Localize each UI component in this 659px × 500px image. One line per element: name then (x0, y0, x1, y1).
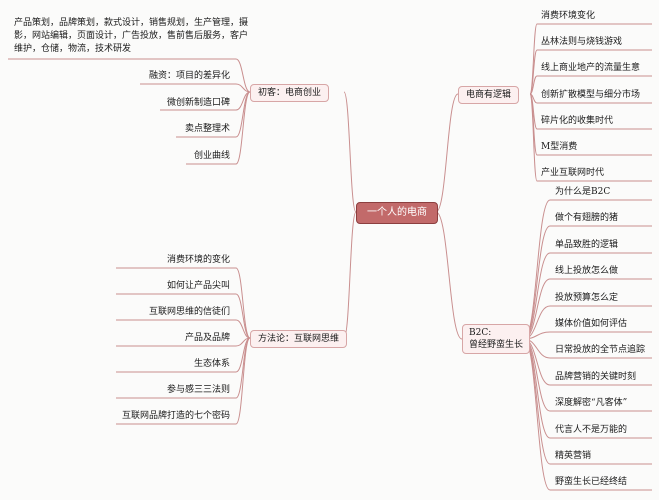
link-startup-1 (235, 83, 251, 93)
b2c-item-5[interactable]: 投放预算怎么定 (555, 293, 619, 303)
link-method-0 (235, 267, 251, 339)
startup-item-3[interactable]: 卖点整理术 (184, 124, 230, 134)
link-logic-1 (529, 49, 538, 95)
b2c-item-9[interactable]: 深度解密“凡客体” (555, 398, 628, 408)
b2c-item-3[interactable]: 单品致胜的逻辑 (555, 240, 619, 250)
b2c-item-11[interactable]: 精英营销 (555, 451, 592, 461)
branch-ecommerce-logic[interactable]: 电商有逻辑 (458, 86, 520, 104)
method-item-1[interactable]: 消费环境的变化 (166, 255, 230, 265)
startup-item-4[interactable]: 创业曲线 (193, 151, 230, 161)
startup-intro-text: 产品策划，品牌策划，款式设计，销售规划，生产管理，摄影，网站编辑，页面设计，广告… (14, 18, 249, 54)
link-method-5 (235, 337, 251, 399)
branch-b2c[interactable]: B2C: 曾经野蛮生长 (462, 324, 531, 354)
link-logic-2 (529, 75, 538, 95)
link-b2c-9 (523, 338, 551, 439)
central-topic[interactable]: 一个人的电商 (356, 202, 438, 224)
b2c-label-line2: 曾经野蛮生长 (469, 340, 524, 350)
logic-item-5[interactable]: 碎片化的收集时代 (541, 116, 614, 126)
b2c-item-10[interactable]: 代言人不是万能的 (555, 425, 628, 435)
startup-item-2[interactable]: 微创新制造口碑 (166, 98, 230, 108)
b2c-item-2[interactable]: 做个有翅膀的猪 (555, 213, 619, 223)
branch-methodology[interactable]: 方法论：互联网思维 (250, 330, 348, 348)
b2c-item-12[interactable]: 野蛮生长已经终结 (555, 477, 628, 487)
method-item-4[interactable]: 产品及品牌 (184, 333, 230, 343)
b2c-item-6[interactable]: 媒体价值如何评估 (555, 319, 628, 329)
logic-item-3[interactable]: 线上商业地产的流量生意 (541, 63, 641, 73)
logic-item-1[interactable]: 消费环境变化 (541, 11, 596, 21)
link-center-method (343, 211, 357, 339)
logic-item-6[interactable]: M型消费 (541, 142, 578, 152)
link-method-1 (235, 293, 251, 339)
logic-item-4[interactable]: 创新扩散模型与细分市场 (541, 90, 641, 100)
link-logic-6 (529, 93, 538, 182)
link-b2c-0 (523, 199, 551, 340)
b2c-item-4[interactable]: 线上投放怎么做 (555, 266, 619, 276)
logic-item-7[interactable]: 产业互联网时代 (541, 168, 605, 178)
method-item-5[interactable]: 生态体系 (193, 359, 230, 369)
b2c-item-7[interactable]: 日常投放的全节点追踪 (555, 345, 646, 355)
link-startup-4 (235, 91, 251, 165)
startup-item-1[interactable]: 融资：项目的差异化 (148, 71, 230, 81)
link-method-2 (235, 319, 251, 339)
branch-startup[interactable]: 初客：电商创业 (250, 84, 330, 102)
link-center-startup (343, 91, 357, 213)
method-item-6[interactable]: 参与感三三法则 (166, 385, 230, 395)
b2c-item-1[interactable]: 为什么是B2C (555, 187, 611, 197)
link-center-b2c (435, 211, 463, 340)
b2c-item-8[interactable]: 品牌营销的关键时刻 (555, 372, 637, 382)
link-startup-0 (235, 58, 251, 93)
link-method-6 (235, 337, 251, 425)
logic-item-2[interactable]: 丛林法则与烧钱游戏 (541, 37, 623, 47)
link-center-logic (435, 93, 459, 213)
method-item-2[interactable]: 如何让产品尖叫 (166, 281, 230, 291)
method-item-3[interactable]: 互联网思维的信徒们 (148, 307, 230, 317)
method-item-7[interactable]: 互联网品牌打造的七个密码 (121, 411, 230, 421)
b2c-label-line1: B2C: (469, 328, 492, 338)
